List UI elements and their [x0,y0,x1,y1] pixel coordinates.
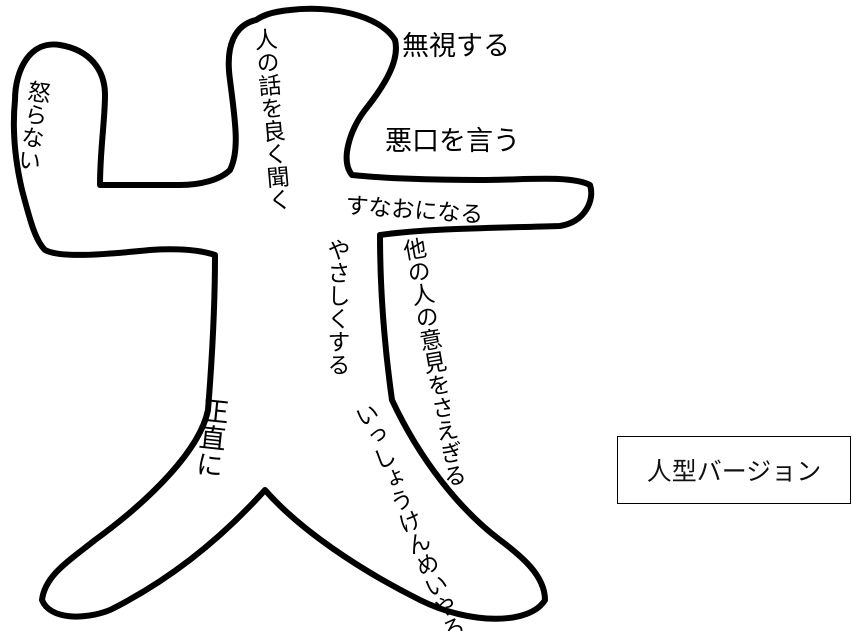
annotation-head-top-right: 無視する [402,31,510,62]
version-label-text: 人型バージョン [646,457,822,486]
version-label: 人型バージョン [617,436,851,504]
annotation-torso-right: 他の人の意見をさえぎる [397,235,468,489]
figure-outline [10,5,595,622]
annotation-left-leg: 正直に [190,395,229,479]
annotation-neck-right: 悪口を言う [385,126,520,157]
annotation-head-left: 人の話を良く聞く [249,27,292,213]
annotation-torso-left: やさしくする [323,238,350,376]
annotation-right-arm: すなおになる [345,193,484,229]
